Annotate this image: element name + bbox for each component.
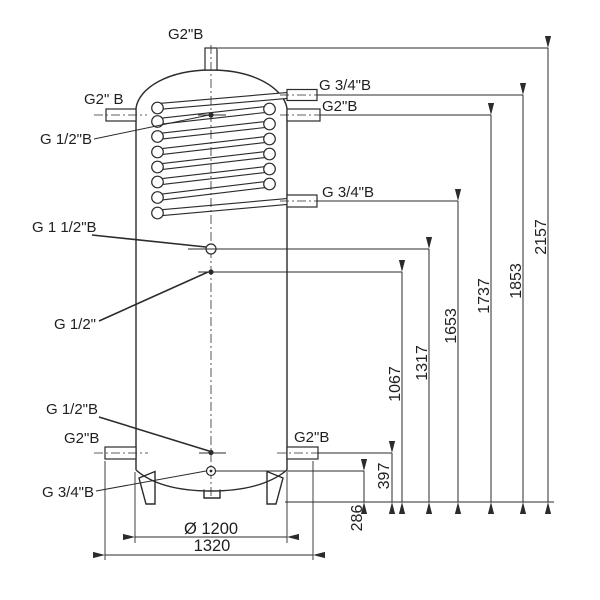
dim-label-1653: 1653 [443, 308, 460, 344]
coil-tube [157, 180, 271, 201]
label-upper-right-port: G2"B [322, 98, 357, 115]
tank-bottom-pad [203, 489, 221, 499]
coil-tube [157, 120, 271, 140]
extension-lines [104, 47, 554, 560]
label-coil-outlet: G 3/4"B [322, 184, 374, 201]
dim-label-overall-width: 1320 [194, 537, 231, 555]
leader-drain-port [95, 470, 207, 492]
dim-label-1067: 1067 [387, 366, 404, 402]
connection-labels: G2"B G2" B G 1/2"B G 3/4"B G2"B G 3/4"B … [32, 26, 374, 501]
lower-sensor-point [208, 449, 214, 456]
dim-label-1853: 1853 [508, 263, 525, 299]
label-top-port: G2"B [168, 26, 203, 43]
dimension-labels: 1067 1317 1653 1737 1853 2157 397 286 Ø … [184, 219, 550, 555]
label-drain-port: G 3/4"B [42, 484, 94, 501]
leader-lines [91, 114, 210, 492]
label-lower-right-port: G2"B [294, 429, 329, 446]
label-coil-sensor: G 1/2"B [40, 131, 92, 148]
label-lower-left-port: G2"B [64, 430, 99, 447]
coil-tube [157, 135, 271, 156]
label-lower-sensor: G 1/2"B [46, 401, 98, 418]
dim-label-diameter: Ø 1200 [184, 520, 238, 538]
label-coil-inlet: G 3/4"B [319, 77, 371, 94]
dim-label-1737: 1737 [476, 278, 493, 314]
tank-leg-right [266, 470, 284, 505]
leader-lower-sensor [98, 416, 210, 452]
heating-coil [151, 92, 288, 220]
coil-tube [157, 165, 271, 186]
dim-label-286: 286 [349, 505, 366, 532]
tank-leg-left [138, 470, 156, 505]
coil-end-caps-right [263, 102, 276, 191]
dim-label-2157: 2157 [533, 219, 550, 255]
leader-middle-sensor [98, 271, 209, 322]
coil-end-caps-left [151, 101, 164, 220]
coil-tube [157, 198, 288, 217]
coil-tube [157, 92, 288, 110]
dimension-lines [93, 36, 552, 559]
coil-tube [157, 150, 271, 171]
dim-label-397: 397 [376, 463, 393, 490]
leader-middle-port [91, 234, 207, 248]
label-middle-port: G 1 1/2"B [32, 219, 97, 236]
dim-label-1317: 1317 [414, 345, 431, 381]
port-symbols [198, 112, 226, 477]
leader-coil-sensor [93, 114, 210, 140]
label-upper-left-port: G2" B [84, 91, 124, 108]
coil-sensor-point [208, 112, 214, 118]
label-middle-sensor: G 1/2" [54, 316, 96, 333]
